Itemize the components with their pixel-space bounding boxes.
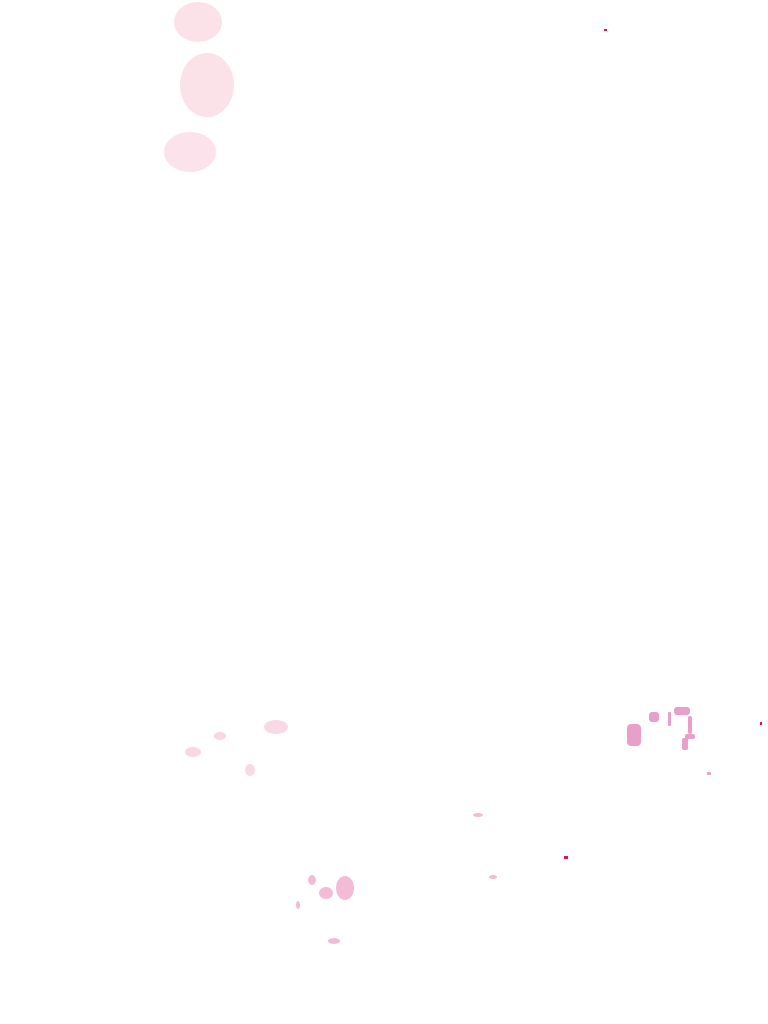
blotches-lower-middle: [296, 813, 497, 944]
blotch: [674, 707, 690, 715]
blotch: [668, 712, 671, 726]
speck: [564, 856, 568, 859]
blotch: [296, 901, 300, 909]
speck: [760, 722, 762, 725]
blotch: [308, 875, 316, 885]
blotch: [180, 53, 234, 117]
blotch: [682, 738, 688, 750]
blotch: [707, 772, 711, 775]
blotch: [185, 747, 201, 757]
blotch: [214, 732, 226, 740]
speck: [604, 29, 607, 31]
accent-specks: [564, 29, 762, 859]
blotch: [328, 938, 340, 944]
blotch: [649, 712, 659, 722]
blotch: [264, 720, 288, 734]
blotch: [685, 734, 695, 739]
blotch: [688, 716, 692, 734]
blotch: [245, 764, 255, 776]
faint-blotches-lower-left: [185, 720, 288, 776]
blotch: [627, 724, 641, 746]
blotch: [473, 813, 483, 817]
blotch: [489, 875, 497, 879]
blotch: [336, 876, 354, 900]
blotch: [174, 2, 222, 42]
blotches-lower-right: [627, 707, 711, 775]
blotch: [164, 132, 216, 172]
faint-blotches-top-left: [164, 2, 234, 172]
blotch: [319, 887, 333, 899]
